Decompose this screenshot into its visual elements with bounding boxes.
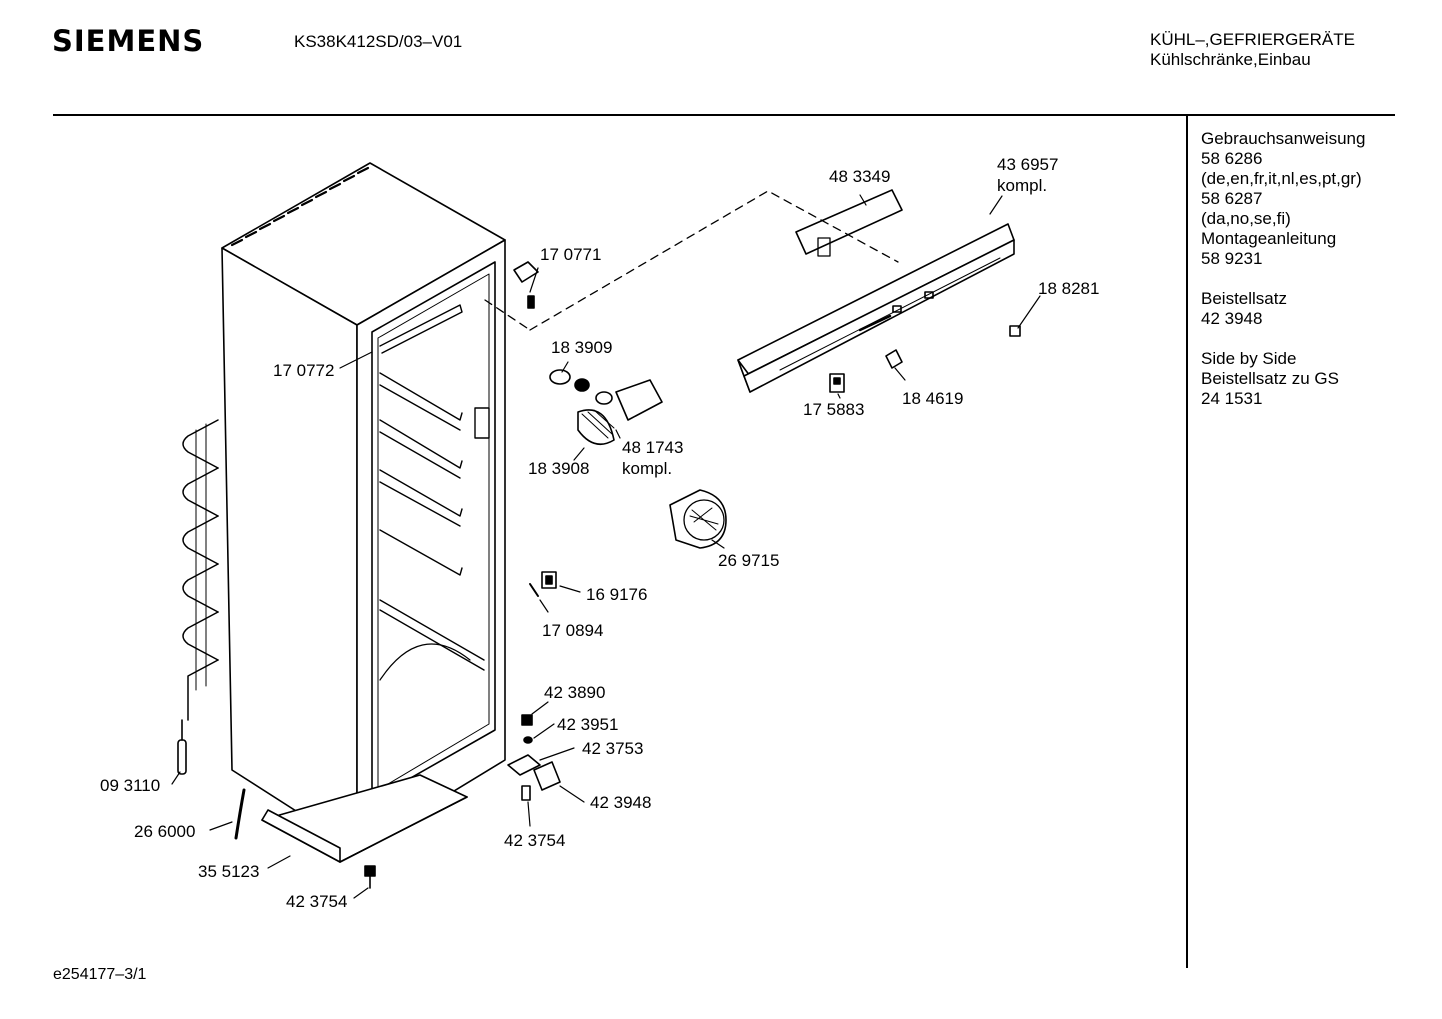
part-label-18-3909: 18 3909	[551, 338, 613, 357]
electronics-board	[795, 189, 903, 257]
part-label-17-0894: 17 0894	[542, 621, 604, 640]
note-line: 24 1531	[1201, 389, 1263, 408]
hinge-part	[513, 261, 539, 309]
clip-18-4619	[885, 349, 903, 369]
note-line: Side by Side	[1201, 349, 1297, 368]
part-label-48-1743-kompl: kompl.	[622, 459, 673, 478]
part-label-42-3754-foot: 42 3754	[504, 831, 566, 850]
note-line: 58 6286	[1201, 149, 1263, 168]
part-label-18-3908: 18 3908	[528, 459, 590, 478]
part-label-48-1743: 48 1743	[622, 438, 684, 457]
exploded-view-drawing	[171, 162, 1041, 899]
control-panel	[737, 223, 1015, 393]
note-line: Beistellsatz	[1201, 289, 1287, 308]
drawing-code: e254177–3/1	[53, 966, 147, 983]
side-by-side-group: Side by Side Beistellsatz zu GS 24 1531	[1201, 349, 1365, 409]
part-label-26-6000: 26 6000	[134, 822, 196, 841]
foot-assembly	[507, 714, 561, 801]
header-rule	[53, 114, 1395, 116]
switch-17-5883	[829, 373, 845, 393]
note-line: (da,no,se,fi)	[1201, 209, 1291, 228]
note-line: 58 6287	[1201, 189, 1263, 208]
sensor-part	[1009, 325, 1021, 337]
part-label-43-6957: 43 6957	[997, 155, 1059, 174]
condenser-coil	[182, 419, 219, 721]
filter-drier	[177, 719, 246, 840]
category-line-2: Kühlschränke,Einbau	[1150, 50, 1311, 69]
part-label-43-6957-kompl: kompl.	[997, 176, 1048, 195]
part-label-42-3753: 42 3753	[582, 739, 644, 758]
part-label-42-3951: 42 3951	[557, 715, 619, 734]
cabinet-body	[221, 162, 506, 863]
part-label-09-3110: 09 3110	[100, 776, 161, 795]
assembly-guide-line	[529, 190, 899, 331]
part-label-16-9176: 16 9176	[586, 585, 648, 604]
screw-bottom	[364, 865, 376, 889]
part-label-26-9715: 26 9715	[718, 551, 780, 570]
manual-group: Gebrauchsanweisung 58 6286 (de,en,fr,it,…	[1201, 129, 1365, 269]
part-label-35-5123: 35 5123	[198, 862, 260, 881]
part-label-42-3948: 42 3948	[590, 793, 652, 812]
part-label-17-0771: 17 0771	[540, 245, 602, 264]
fan-cover	[669, 489, 727, 549]
part-label-48-3349: 48 3349	[829, 167, 891, 186]
lamp-assembly	[549, 369, 663, 446]
brand-logo: SIEMENS	[52, 24, 205, 58]
model-number: KS38K412SD/03–V01	[294, 32, 463, 51]
beistellsatz-group: Beistellsatz 42 3948	[1201, 289, 1365, 329]
note-line: Beistellsatz zu GS	[1201, 369, 1339, 388]
side-column-divider	[1186, 116, 1188, 968]
note-line: Gebrauchsanweisung	[1201, 129, 1366, 148]
part-label-17-5883: 17 5883	[803, 400, 865, 419]
side-notes: Gebrauchsanweisung 58 6286 (de,en,fr,it,…	[1201, 129, 1365, 429]
leader-lines	[171, 194, 1041, 899]
part-label-18-4619: 18 4619	[902, 389, 964, 408]
category-title: KÜHL–,GEFRIERGERÄTE Kühlschränke,Einbau	[1150, 30, 1355, 70]
part-label-42-3890: 42 3890	[544, 683, 606, 702]
category-line-1: KÜHL–,GEFRIERGERÄTE	[1150, 30, 1355, 49]
part-label-18-8281: 18 8281	[1038, 279, 1100, 298]
note-line: (de,en,fr,it,nl,es,pt,gr)	[1201, 169, 1362, 188]
note-line: 58 9231	[1201, 249, 1263, 268]
part-label-42-3754-base: 42 3754	[286, 892, 348, 911]
door-switch	[529, 571, 557, 597]
note-line: Montageanleitung	[1201, 229, 1337, 248]
part-label-17-0772: 17 0772	[273, 361, 335, 380]
note-line: 42 3948	[1201, 309, 1263, 328]
